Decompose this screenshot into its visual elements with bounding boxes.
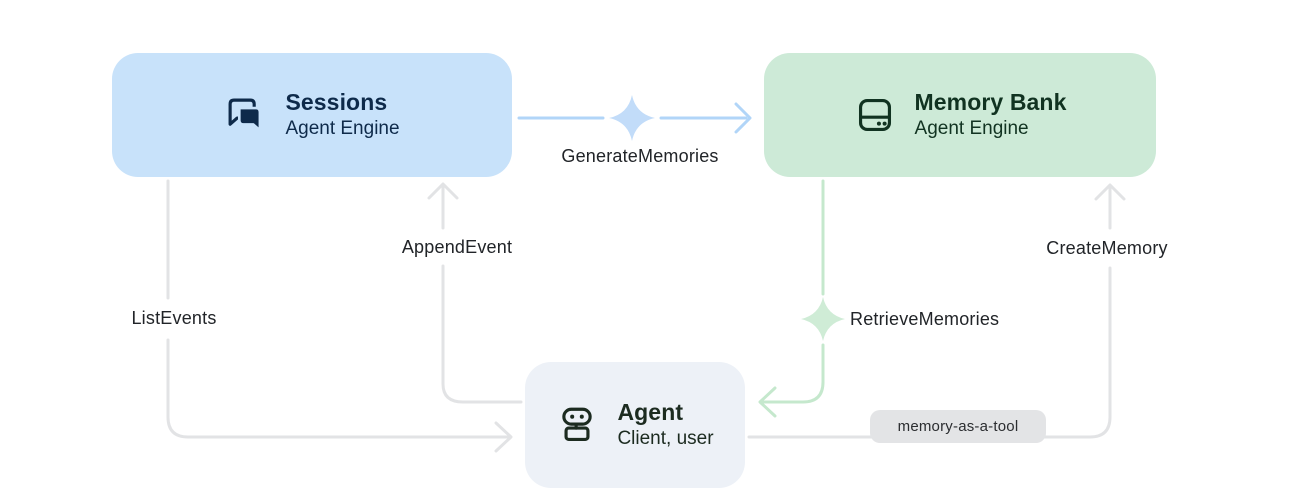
- sessions-text: Sessions Agent Engine: [285, 89, 399, 140]
- gemini-sparkle-icon: [609, 95, 655, 141]
- list-events-arrow: [166, 179, 513, 453]
- edge-label-create-memory: CreateMemory: [1046, 238, 1168, 258]
- chat-forum-icon: [229, 98, 262, 132]
- gemini-sparkle-icon: [801, 297, 845, 341]
- sessions-title: Sessions: [285, 89, 388, 116]
- edge-label-append-event: AppendEvent: [401, 237, 513, 257]
- retrieve-memories-arrow: [758, 179, 825, 418]
- memory-bank-text: Memory Bank Agent Engine: [915, 89, 1067, 140]
- node-sessions: Sessions Agent Engine: [112, 53, 512, 177]
- agent-subtitle: Client, user: [617, 427, 714, 449]
- generate-memories-arrow: [517, 102, 752, 134]
- create-memory-arrow: [747, 183, 1126, 439]
- edge-label-list-events: ListEvents: [131, 308, 217, 328]
- edge-label-retrieve-memories: RetrieveMemories: [850, 309, 1000, 329]
- agent-title: Agent: [617, 399, 684, 426]
- memory-bank-subtitle: Agent Engine: [914, 117, 1029, 139]
- memory-bank-title: Memory Bank: [914, 89, 1067, 116]
- robot-icon: [562, 407, 593, 442]
- sessions-subtitle: Agent Engine: [285, 117, 400, 139]
- memory-as-a-tool-badge: memory-as-a-tool: [870, 410, 1046, 443]
- node-agent: Agent Client, user: [525, 362, 745, 488]
- agent-text: Agent Client, user: [617, 399, 713, 450]
- memory-storage-icon: [858, 98, 891, 132]
- append-event-arrow: [427, 182, 523, 404]
- node-memory-bank: Memory Bank Agent Engine: [764, 53, 1156, 177]
- edge-label-generate-memories: GenerateMemories: [561, 146, 719, 166]
